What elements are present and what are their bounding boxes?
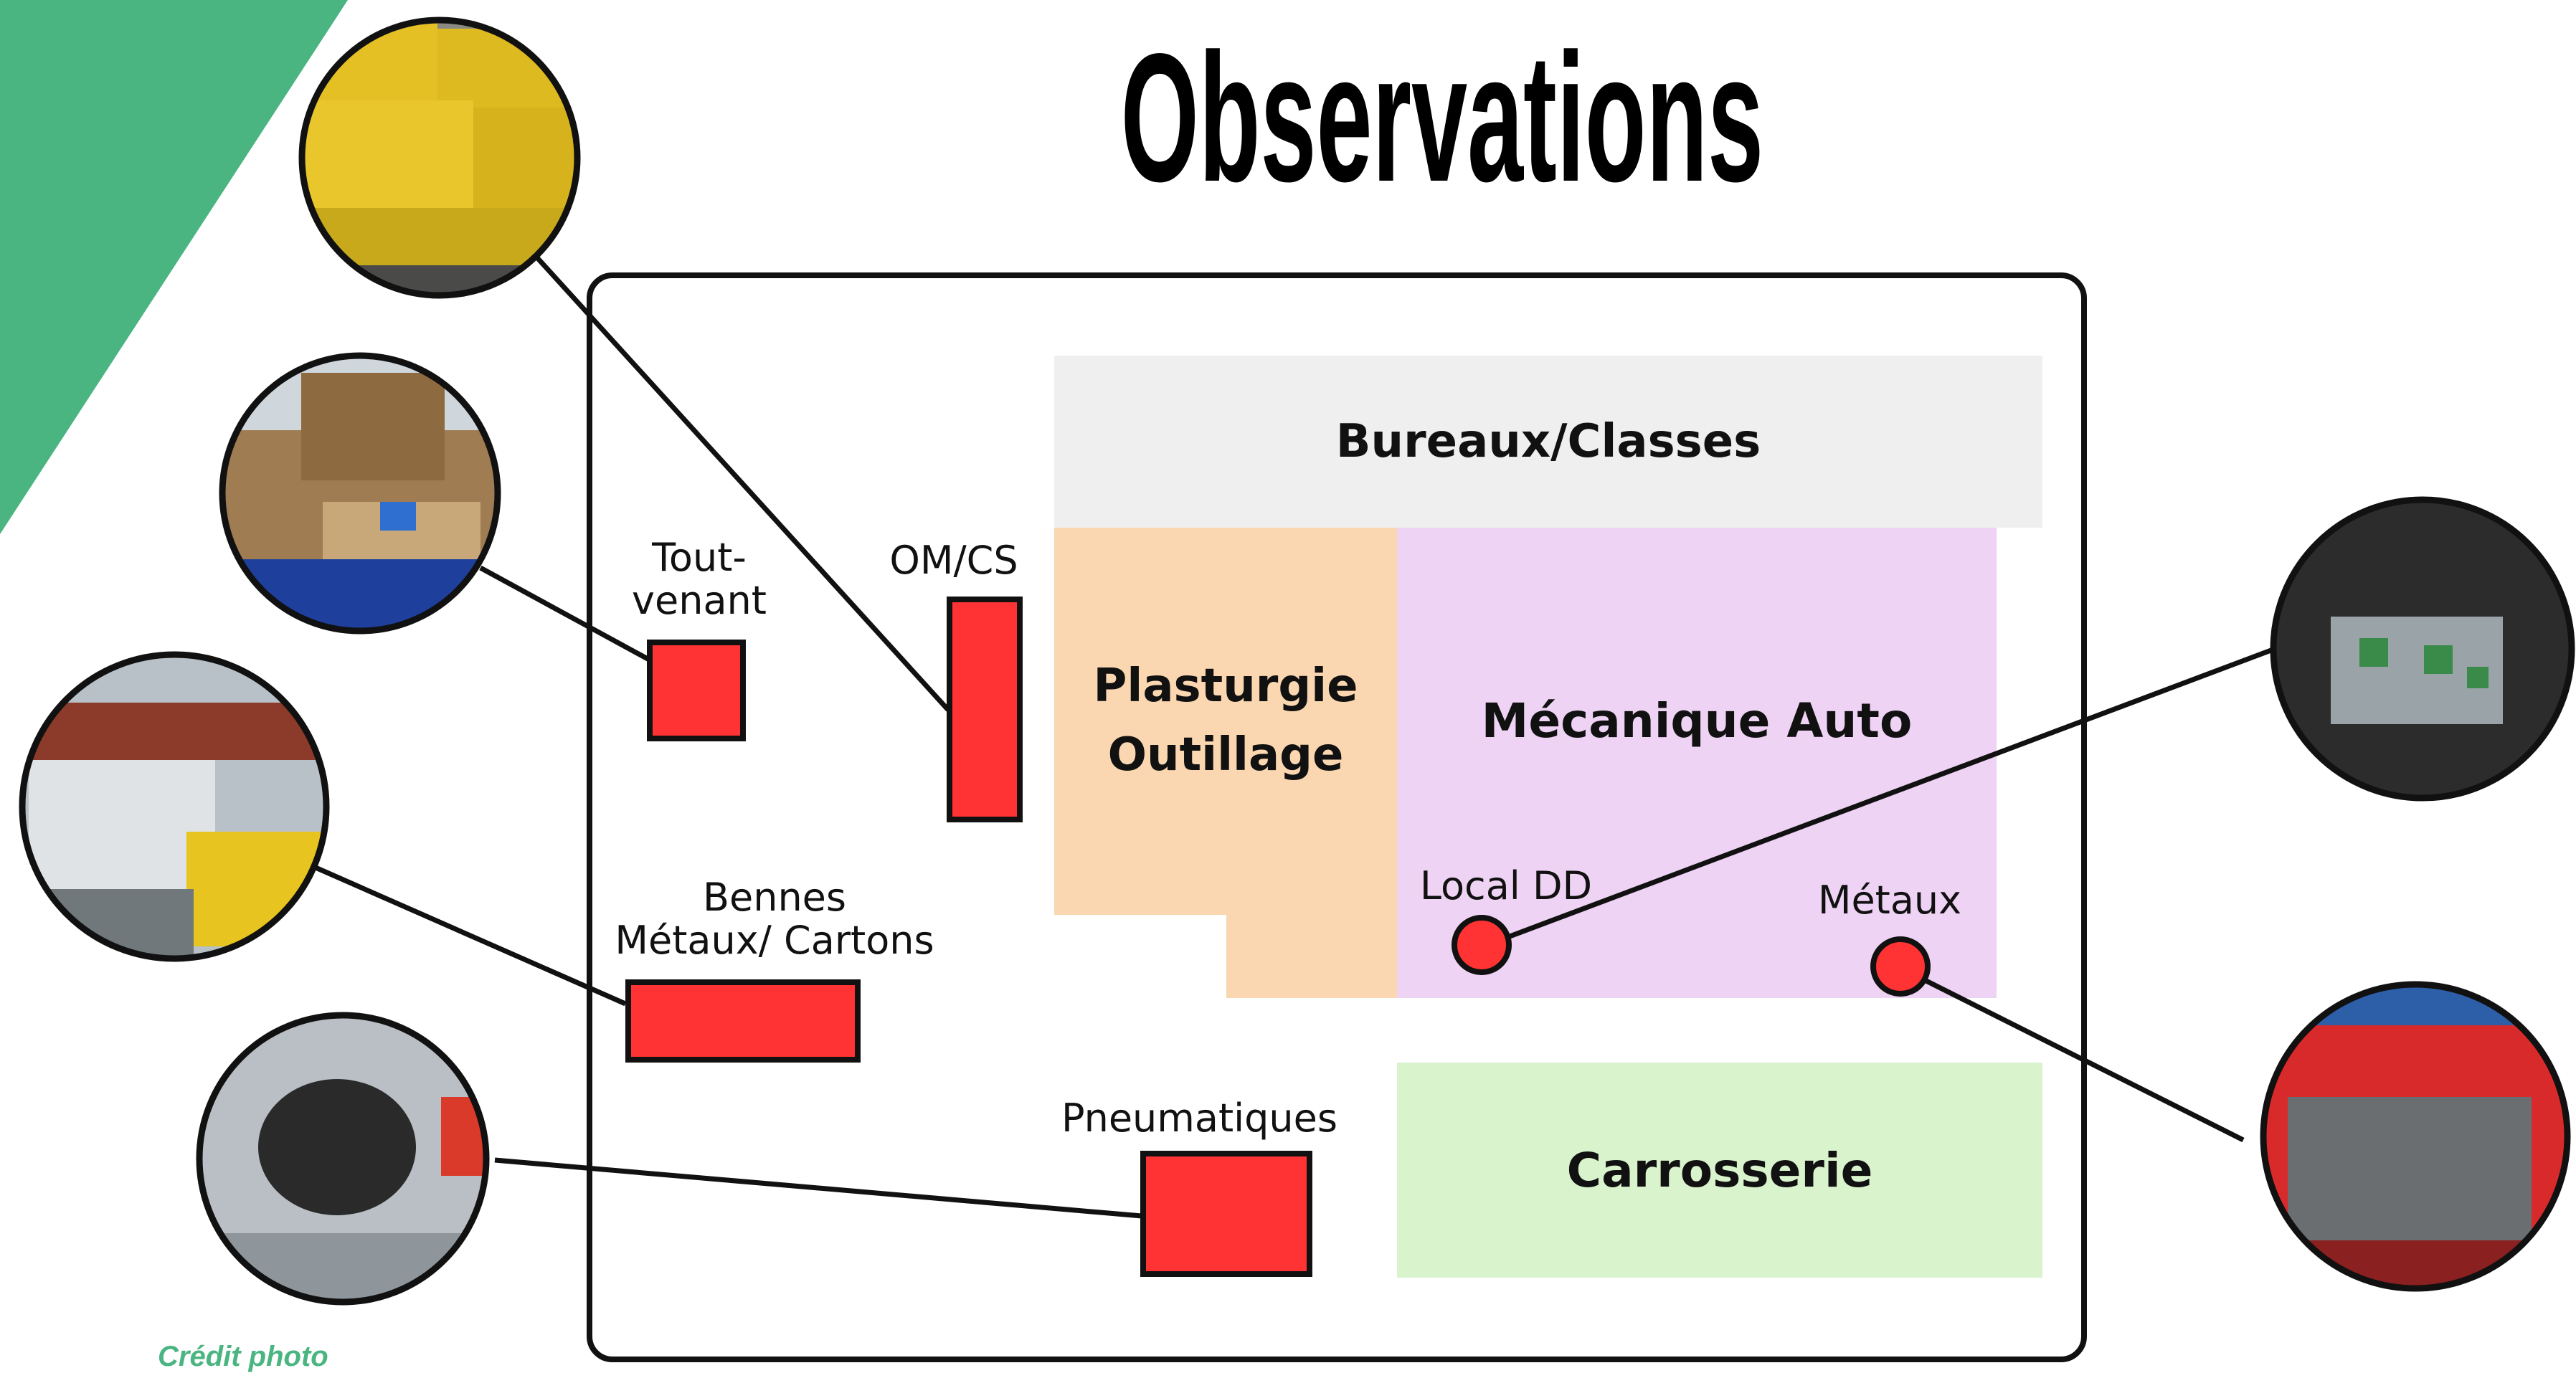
zone-carrosserie: Carrosserie xyxy=(1397,1063,2042,1278)
corner-accent xyxy=(0,0,348,534)
om-cs-label: OM/CS xyxy=(889,538,1018,583)
connector-bennes xyxy=(314,865,627,1007)
connector-pneumatiques xyxy=(494,1157,1142,1219)
local-dd-marker xyxy=(1452,915,1512,975)
tout-venant-label-line1: Tout- xyxy=(652,535,747,580)
tire-cage-photo xyxy=(199,1015,486,1302)
zone-plasturgie-outillage xyxy=(1054,528,1397,915)
metaux-label: Métaux xyxy=(1817,878,1962,923)
oil-cans-bag-photo xyxy=(2273,500,2572,798)
connector-tout-venant xyxy=(479,565,650,662)
zone-plasturgie-label-line2: Outillage xyxy=(1107,728,1344,781)
metaux-marker xyxy=(1870,936,1931,997)
om-cs-bin xyxy=(947,597,1023,822)
tout-venant-bin xyxy=(647,640,746,741)
local-dd-label: Local DD xyxy=(1419,863,1593,908)
bennes-bin xyxy=(625,979,861,1063)
zone-plasturgie-label-line1: Plasturgie xyxy=(1093,660,1358,713)
zone-plasturgie-label: Plasturgie Outillage xyxy=(1054,645,1397,796)
pneumatiques-bin xyxy=(1140,1151,1312,1277)
zone-carrosserie-label: Carrosserie xyxy=(1566,1142,1873,1198)
bennes-label: Bennes Métaux/ Cartons xyxy=(588,876,961,962)
pneumatiques-label: Pneumatiques xyxy=(1061,1096,1338,1141)
zone-bureaux-classes: Bureaux/Classes xyxy=(1054,356,2042,528)
photo-credit: Crédit photo xyxy=(158,1341,328,1372)
bennes-label-line1: Bennes xyxy=(702,875,847,920)
tout-venant-label: Tout- venant xyxy=(617,536,782,622)
connector-metaux xyxy=(1899,965,2245,1143)
zone-plasturgie-extension xyxy=(1226,911,1397,998)
scrap-metal-skip-photo xyxy=(22,655,326,959)
zone-mecanique-label: Mécanique Auto xyxy=(1481,693,1913,749)
connector-local-dd xyxy=(1482,646,2276,949)
connector-om-cs xyxy=(532,252,950,712)
yellow-waste-bins-photo xyxy=(302,20,577,295)
tout-venant-label-line2: venant xyxy=(632,578,767,623)
bennes-label-line2: Métaux/ Cartons xyxy=(615,918,934,963)
zone-bureaux-label: Bureaux/Classes xyxy=(1335,415,1761,468)
zone-mecanique-label-box: Mécanique Auto xyxy=(1397,681,1997,760)
